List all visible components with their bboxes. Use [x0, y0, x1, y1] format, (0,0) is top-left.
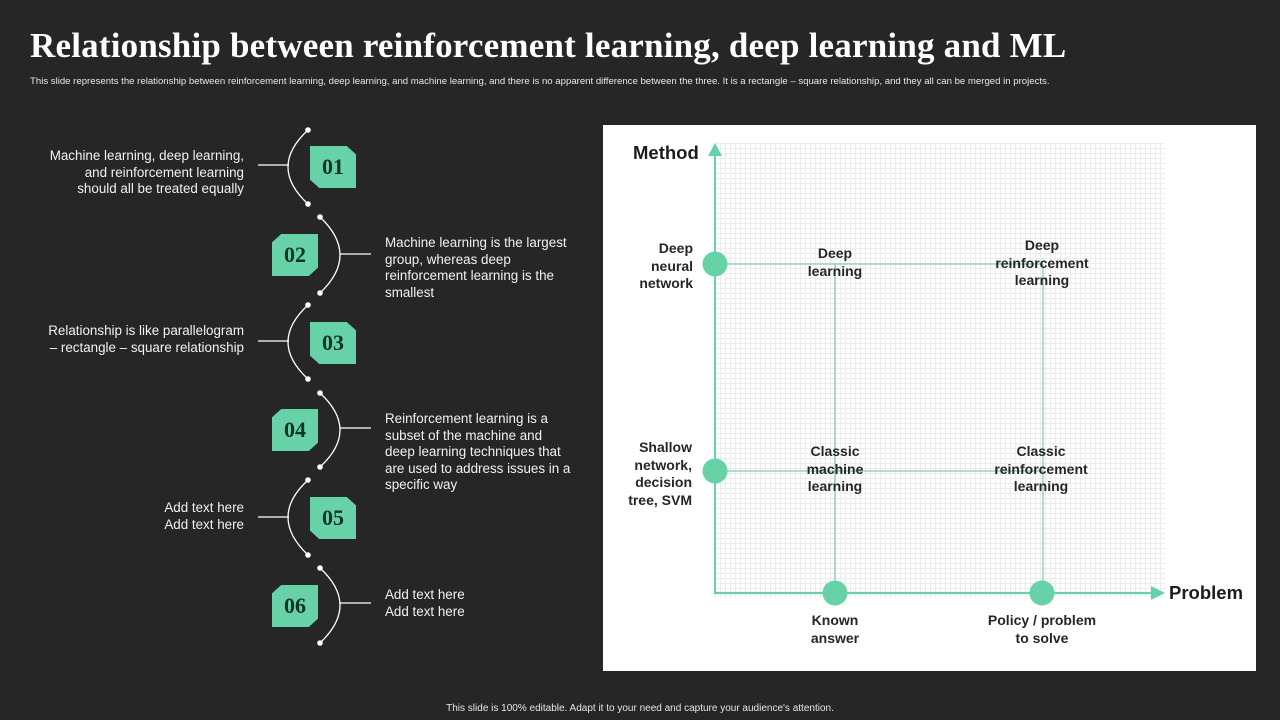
step-badge-01: 01 [310, 146, 356, 188]
step-badge-04: 04 [272, 409, 318, 451]
label-line: learning [807, 262, 863, 279]
cell-deep-learning: Deep learning [785, 245, 885, 280]
node-deep-neural-network [702, 251, 728, 277]
label-line: decision [635, 474, 692, 490]
label-line: Shallow [639, 439, 692, 455]
label-line: answer [810, 629, 860, 646]
desc-line: Relationship is like parallelogram [48, 323, 244, 338]
label-line: learning [1014, 272, 1070, 288]
y-axis-arrow-icon [708, 143, 722, 156]
arc-05 [287, 479, 309, 556]
page-title: Relationship between reinforcement learn… [30, 26, 1067, 65]
node-policy-problem [1029, 580, 1055, 606]
label-line: reinforcement [995, 254, 1089, 271]
relationship-diagram-panel: Method Problem Deep neural network Shall… [603, 125, 1256, 671]
cell-classic-reinforcement-learning: Classic reinforcement learning [981, 443, 1101, 496]
node-shallow-network [702, 458, 728, 484]
arc-01 [287, 129, 309, 205]
desc-line: Add text here [385, 603, 465, 619]
desc-line: Add text here [164, 500, 244, 515]
arc-02 [319, 216, 341, 294]
y-label-deep-neural-network: Deep neural network [613, 240, 693, 293]
step-badge-05: 05 [310, 497, 356, 539]
label-line: Known [811, 612, 859, 628]
desc-line: Add text here [164, 516, 244, 532]
label-line: Classic [1016, 443, 1066, 459]
desc-line: smallest [385, 284, 435, 300]
step-desc-01: Machine learning, deep learning, and rei… [4, 148, 244, 198]
label-line: reinforcement [994, 460, 1088, 477]
step-desc-04: Reinforcement learning is a subset of th… [385, 411, 600, 494]
desc-line: subset of the machine and [385, 427, 543, 443]
x-axis-title: Problem [1169, 582, 1244, 603]
timeline-connectors [258, 127, 371, 646]
desc-line: – rectangle – square relationship [49, 339, 244, 355]
label-line: learning [1013, 478, 1069, 494]
x-axis-arrow-icon [1151, 586, 1165, 600]
step-badge-03: 03 [310, 322, 356, 364]
page-subtitle: This slide represents the relationship b… [30, 76, 1050, 87]
y-label-shallow-network: Shallow network, decision tree, SVM [608, 439, 692, 509]
step-badge-02: 02 [272, 234, 318, 276]
desc-line: specific way [385, 477, 458, 493]
desc-line: Machine learning, deep learning, [49, 148, 244, 163]
y-axis-title: Method [633, 142, 699, 163]
label-line: network [639, 275, 693, 291]
node-known-answer [822, 580, 848, 606]
label-line: Deep [1024, 237, 1060, 253]
label-line: neural [650, 257, 693, 274]
x-label-policy-problem: Policy / problem to solve [972, 612, 1112, 647]
x-label-known-answer: Known answer [775, 612, 895, 647]
label-line: Classic [810, 443, 860, 459]
cell-deep-reinforcement-learning: Deep reinforcement learning [982, 237, 1102, 290]
desc-line: Add text here [385, 587, 465, 602]
desc-line: deep learning techniques that [385, 444, 561, 460]
step-desc-05: Add text here Add text here [44, 500, 244, 533]
label-line: to solve [1015, 629, 1069, 646]
label-line: network, [634, 456, 692, 473]
arc-06 [319, 567, 341, 644]
label-line: learning [807, 478, 863, 494]
label-line: tree, SVM [628, 491, 692, 508]
arc-03 [287, 304, 309, 380]
desc-line: should all be treated equally [77, 181, 244, 197]
step-desc-02: Machine learning is the largest group, w… [385, 235, 595, 301]
label-line: Policy / problem [987, 612, 1097, 628]
step-desc-06: Add text here Add text here [385, 587, 585, 620]
desc-line: group, whereas deep [385, 251, 511, 267]
diagram-grid-background [715, 143, 1165, 598]
label-line: machine [806, 460, 864, 477]
cell-classic-machine-learning: Classic machine learning [775, 443, 895, 496]
diagram-axes-and-lines [702, 143, 1165, 606]
desc-line: are used to address issues in a [385, 460, 571, 476]
label-line: Deep [817, 245, 853, 261]
desc-line: and reinforcement learning [84, 164, 244, 180]
desc-line: reinforcement learning is the [385, 268, 554, 284]
arc-04 [319, 392, 341, 468]
desc-line: Machine learning is the largest [385, 235, 567, 250]
step-desc-03: Relationship is like parallelogram – rec… [4, 323, 244, 356]
step-badge-06: 06 [272, 585, 318, 627]
desc-line: Reinforcement learning is a [385, 411, 549, 426]
label-line: Deep [658, 240, 693, 256]
footer-note: This slide is 100% editable. Adapt it to… [446, 703, 834, 714]
